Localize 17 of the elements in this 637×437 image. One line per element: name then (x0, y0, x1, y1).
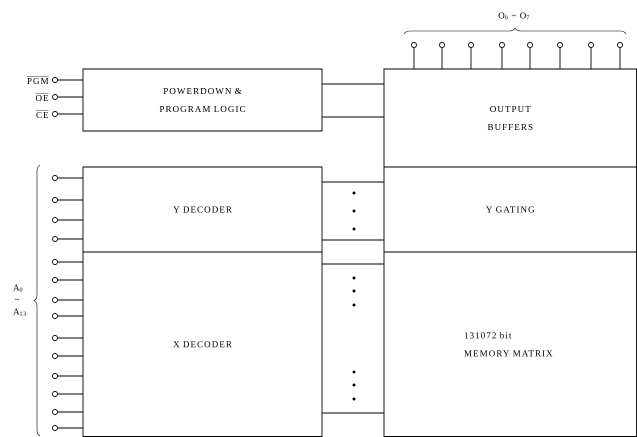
block-box: POWERDOWN & PROGRAM LOGIC (82, 68, 322, 132)
block-box: Y GATING (384, 166, 637, 252)
block-box: 131072 bit MEMORY MATRIX (384, 252, 637, 437)
bus-line (322, 412, 384, 414)
block-box: X DECODER (82, 252, 322, 437)
pin-line (58, 238, 84, 240)
pin-label: CE (36, 110, 49, 118)
bus-label: A$_{0}$ ~ A$_{13}$ (13, 284, 26, 316)
pin-label: OE (35, 93, 49, 102)
bus-label: O$_{0}$ ~ O$_{7}$ (498, 12, 530, 20)
bus-line (322, 116, 384, 118)
pin-line (470, 48, 472, 70)
block-box: Y DECODER (82, 166, 322, 252)
block-box: OUTPUT BUFFERS (384, 68, 637, 168)
pin-line (590, 48, 592, 70)
pin-label: PGM (26, 76, 49, 84)
pin-line (58, 96, 84, 98)
